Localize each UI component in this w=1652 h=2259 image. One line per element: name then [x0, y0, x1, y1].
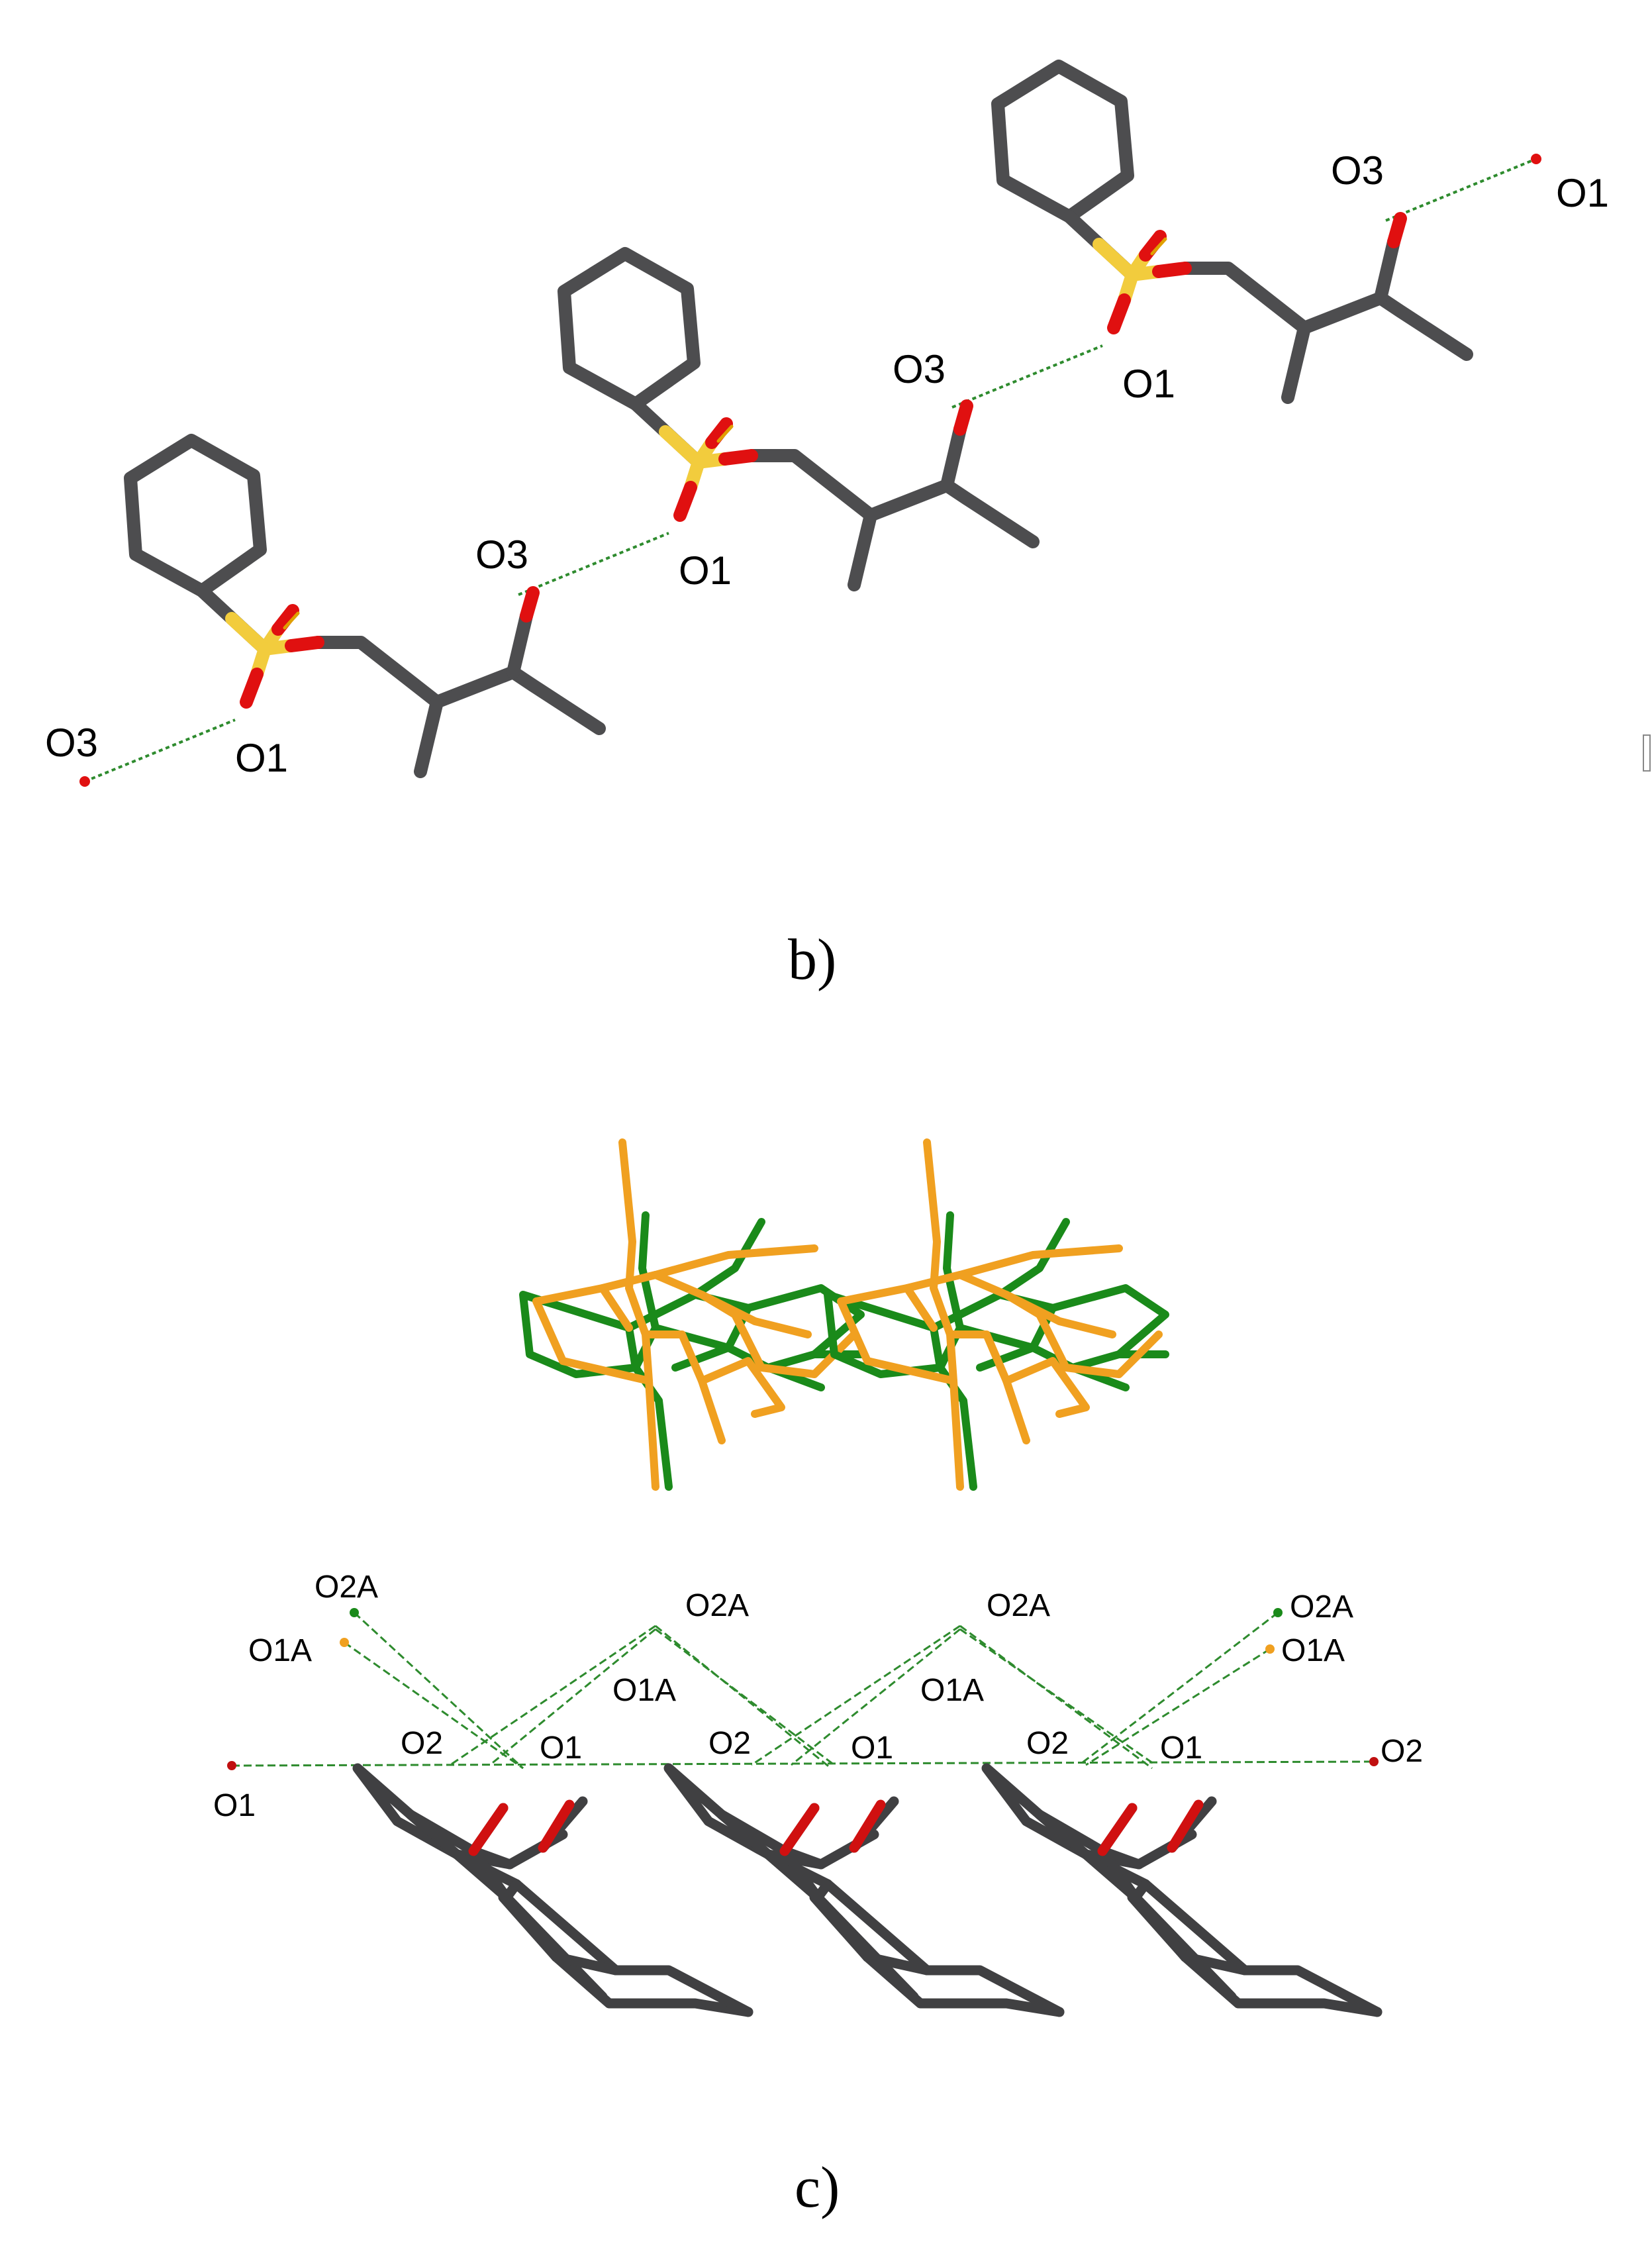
atom-label: O1	[1556, 171, 1609, 215]
edge-mark	[1643, 734, 1651, 772]
atom-label: O2	[708, 1726, 751, 1761]
atom-label: O1	[213, 1788, 256, 1823]
panel-caption-b: b)	[788, 928, 836, 992]
atom-label: O2A	[685, 1588, 749, 1623]
atom-label: O2A	[987, 1588, 1050, 1623]
hydrogen-bonds	[84, 158, 1537, 783]
oxygen-atom-o1a	[1265, 1644, 1275, 1654]
grey-molecule-3	[987, 1768, 1377, 2012]
oxygen-atom-o1	[227, 1761, 236, 1770]
atom-label: O2A	[1290, 1589, 1353, 1625]
panel-c-diagram: O2A O1A O1 O2 O1 O2A O1A O2 O1 O2A O1A O…	[213, 1142, 1423, 2220]
sulfone-molecule-3	[998, 66, 1467, 397]
atom-label: O1A	[248, 1633, 312, 1668]
atom-label: O2	[1381, 1734, 1423, 1769]
atom-label: O3	[475, 532, 528, 577]
atom-label: O2	[401, 1726, 443, 1761]
oxygen-atom-o2a	[350, 1608, 359, 1617]
atom-label: O1A	[1281, 1633, 1345, 1668]
oxygen-atom-o1	[1531, 154, 1541, 164]
sulfone-molecule-2	[564, 254, 1033, 585]
atom-label: O1	[679, 548, 732, 593]
atom-label: O1	[235, 736, 288, 780]
oxygen-atom-o1a	[340, 1638, 349, 1647]
oxygen-atom-o2	[1369, 1757, 1379, 1766]
atom-label: O3	[1331, 148, 1384, 193]
grey-molecule-2	[669, 1768, 1059, 2012]
panel-b-diagram: O3 O1 O3 O1 O3 O1 O3 O1 b)	[45, 66, 1651, 992]
hydrogen-bonds	[231, 1611, 1375, 1770]
atom-label: O2A	[315, 1570, 378, 1605]
atom-label: O1A	[920, 1673, 984, 1708]
oxygen-atom-o2a	[1273, 1608, 1283, 1617]
atom-label: O1	[1122, 362, 1175, 406]
sulfone-molecule-1	[130, 440, 599, 772]
disordered-molecule-upper-2	[828, 1142, 1165, 1487]
atom-label: O1	[540, 1731, 582, 1766]
grey-molecule-1	[358, 1768, 748, 2012]
atom-label: O1	[1160, 1731, 1202, 1766]
atom-label: O3	[893, 347, 946, 391]
atom-label: O2	[1026, 1726, 1069, 1761]
atom-label: O3	[45, 721, 98, 765]
atom-label: O1	[851, 1731, 893, 1766]
oxygen-atom-o3	[79, 776, 90, 787]
disordered-molecule-upper-1	[523, 1142, 861, 1487]
atom-label: O1A	[612, 1673, 676, 1708]
panel-caption-c: c)	[795, 2156, 840, 2220]
